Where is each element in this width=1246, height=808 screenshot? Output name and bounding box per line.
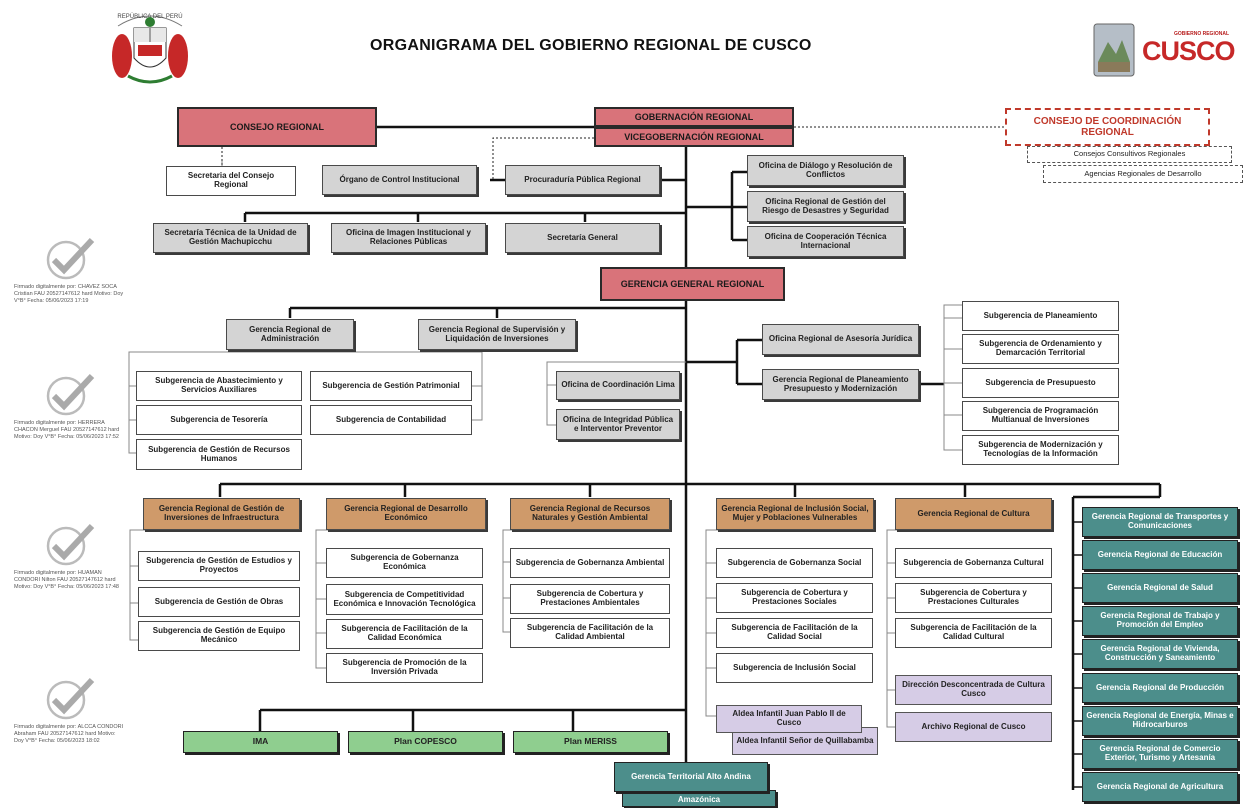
sg-cob-ambiental-box[interactable]: Subgerencia de Cobertura y Prestaciones … (510, 584, 670, 614)
vicegobernacion-regional-box[interactable]: VICEGOBERNACIÓN REGIONAL (594, 127, 794, 147)
oficina-dialogo-box[interactable]: Oficina de Diálogo y Resolución de Confl… (747, 155, 904, 186)
sg-rrhh-box[interactable]: Subgerencia de Gestión de Recursos Human… (136, 439, 302, 470)
secretaria-general-box[interactable]: Secretaría General (505, 223, 660, 253)
sg-obras-box[interactable]: Subgerencia de Gestión de Obras (138, 587, 300, 617)
sg-equipo-box[interactable]: Subgerencia de Gestión de Equipo Mecánic… (138, 621, 300, 651)
gobernacion-regional-box[interactable]: GOBERNACIÓN REGIONAL (594, 107, 794, 127)
sg-gob-economica-box[interactable]: Subgerencia de Gobernanza Económica (326, 548, 483, 578)
gr-infraestructura-box[interactable]: Gerencia Regional de Gestión de Inversio… (143, 498, 300, 530)
archivo-regional-box[interactable]: Archivo Regional de Cusco (895, 712, 1052, 742)
control-institucional-box[interactable]: Órgano de Control Institucional (322, 165, 477, 195)
gr-agricultura-box[interactable]: Gerencia Regional de Agricultura (1082, 772, 1238, 802)
check-seal-icon (46, 373, 95, 416)
sg-calidad-ambiental-box[interactable]: Subgerencia de Facilitación de la Calida… (510, 618, 670, 648)
gerencia-general-box[interactable]: GERENCIA GENERAL REGIONAL (600, 267, 785, 301)
plan-copesco-box[interactable]: Plan COPESCO (348, 731, 503, 753)
sg-competitividad-box[interactable]: Subgerencia de Competitividad Económica … (326, 584, 483, 615)
oficina-cooperacion-box[interactable]: Oficina de Cooperación Técnica Internaci… (747, 226, 904, 257)
direccion-cultura-box[interactable]: Dirección Desconcentrada de Cultura Cusc… (895, 675, 1052, 705)
gr-planeamiento-box[interactable]: Gerencia Regional de Planeamiento Presup… (762, 369, 919, 400)
signature-text: Firmado digitalmente por: ALCCA CONDORI … (14, 724, 124, 744)
oficina-lima-box[interactable]: Oficina de Coordinación Lima (556, 371, 680, 400)
territorial-amazonica-box[interactable]: Amazónica (622, 790, 776, 807)
gr-vivienda-box[interactable]: Gerencia Regional de Vivienda, Construcc… (1082, 639, 1238, 669)
oficina-imagen-box[interactable]: Oficina de Imagen Institucional y Relaci… (331, 223, 486, 253)
sg-cob-cultural-box[interactable]: Subgerencia de Cobertura y Prestaciones … (895, 583, 1052, 613)
sg-gob-cultural-box[interactable]: Subgerencia de Gobernanza Cultural (895, 548, 1052, 578)
signature-text: Firmado digitalmente por: CHAVEZ SOCA Cr… (14, 284, 124, 304)
sg-gob-social-box[interactable]: Subgerencia de Gobernanza Social (716, 548, 873, 578)
oficina-asesoria-box[interactable]: Oficina Regional de Asesoría Jurídica (762, 324, 919, 355)
aldea-juan-pablo-box[interactable]: Aldea Infantil Juan Pablo II de Cusco (716, 705, 862, 733)
gr-trabajo-box[interactable]: Gerencia Regional de Trabajo y Promoción… (1082, 606, 1238, 636)
sg-calidad-cultural-box[interactable]: Subgerencia de Facilitación de la Calida… (895, 618, 1052, 648)
sg-calidad-social-box[interactable]: Subgerencia de Facilitación de la Calida… (716, 618, 873, 648)
sg-cob-social-box[interactable]: Subgerencia de Cobertura y Prestaciones … (716, 583, 873, 613)
check-seal-icon (46, 677, 95, 720)
sg-estudios-box[interactable]: Subgerencia de Gestión de Estudios y Pro… (138, 551, 300, 581)
gr-comercio-box[interactable]: Gerencia Regional de Comercio Exterior, … (1082, 739, 1238, 769)
oficina-integridad-box[interactable]: Oficina de Integridad Pública e Interven… (556, 409, 680, 440)
territorial-alto-andina-box[interactable]: Gerencia Territorial Alto Andina (614, 762, 768, 792)
gr-produccion-box[interactable]: Gerencia Regional de Producción (1082, 673, 1238, 703)
seal-text: REPÚBLICA DEL PERÚ (117, 13, 182, 20)
consejos-consultivos-box[interactable]: Consejos Consultivos Regionales (1027, 146, 1232, 163)
sg-presupuesto-box[interactable]: Subgerencia de Presupuesto (962, 368, 1119, 398)
sg-inversion-privada-box[interactable]: Subgerencia de Promoción de la Inversión… (326, 653, 483, 683)
signature-text: Firmado digitalmente por: HERRERA CHACON… (14, 420, 120, 440)
gr-transportes-box[interactable]: Gerencia Regional de Transportes y Comun… (1082, 507, 1238, 537)
gr-recursos-box[interactable]: Gerencia Regional de Recursos Naturales … (510, 498, 670, 530)
gr-energia-box[interactable]: Gerencia Regional de Energía, Minas e Hi… (1082, 706, 1238, 736)
sg-abastecimiento-box[interactable]: Subgerencia de Abastecimiento y Servicio… (136, 371, 302, 401)
consejo-regional-box[interactable]: CONSEJO REGIONAL (177, 107, 377, 147)
page-title: ORGANIGRAMA DEL GOBIERNO REGIONAL DE CUS… (370, 37, 812, 54)
gr-administracion-box[interactable]: Gerencia Regional de Administración (226, 319, 354, 350)
sg-programacion-box[interactable]: Subgerencia de Programación Multianual d… (962, 401, 1119, 431)
gr-cultura-box[interactable]: Gerencia Regional de Cultura (895, 498, 1052, 530)
secretaria-consejo-box[interactable]: Secretaria del Consejo Regional (166, 166, 296, 196)
check-seal-icon (46, 237, 95, 280)
sg-inclusion-box[interactable]: Subgerencia de Inclusión Social (716, 653, 873, 683)
cusco-regional-logo: GOBIERNO REGIONAL CUSCO (1090, 22, 1240, 80)
peru-coat-of-arms-logo: REPÚBLICA DEL PERÚ (108, 6, 192, 88)
gr-educacion-box[interactable]: Gerencia Regional de Educación (1082, 540, 1238, 570)
oficina-riesgo-box[interactable]: Oficina Regional de Gestión del Riesgo d… (747, 191, 904, 222)
sg-tesoreria-box[interactable]: Subgerencia de Tesorería (136, 405, 302, 435)
agencias-regionales-box[interactable]: Agencias Regionales de Desarrollo (1043, 165, 1243, 183)
logo-subtext: GOBIERNO REGIONAL (1174, 31, 1230, 37)
gr-inclusion-box[interactable]: Gerencia Regional de Inclusión Social, M… (716, 498, 874, 530)
sg-patrimonial-box[interactable]: Subgerencia de Gestión Patrimonial (310, 371, 472, 401)
gr-salud-box[interactable]: Gerencia Regional de Salud (1082, 573, 1238, 603)
check-seal-icon (46, 523, 95, 566)
sg-ordenamiento-box[interactable]: Subgerencia de Ordenamiento y Demarcació… (962, 334, 1119, 364)
signature-text: Firmado digitalmente por: HUAMAN CONDORI… (14, 570, 119, 590)
sg-gob-ambiental-box[interactable]: Subgerencia de Gobernanza Ambiental (510, 548, 670, 578)
plan-meriss-box[interactable]: Plan MERISS (513, 731, 668, 753)
secretaria-tecnica-box[interactable]: Secretaría Técnica de la Unidad de Gesti… (153, 223, 308, 253)
gr-supervision-box[interactable]: Gerencia Regional de Supervisión y Liqui… (418, 319, 576, 350)
sg-modernizacion-box[interactable]: Subgerencia de Modernización y Tecnologí… (962, 435, 1119, 465)
sg-calidad-economica-box[interactable]: Subgerencia de Facilitación de la Calida… (326, 619, 483, 649)
procuraduria-box[interactable]: Procuraduría Pública Regional (505, 165, 660, 195)
ima-box[interactable]: IMA (183, 731, 338, 753)
logo-text: CUSCO (1142, 36, 1236, 66)
sg-planeamiento-box[interactable]: Subgerencia de Planeamiento (962, 301, 1119, 331)
consejo-coordinacion-box[interactable]: CONSEJO DE COORDINACIÓN REGIONAL (1005, 108, 1210, 146)
gr-economico-box[interactable]: Gerencia Regional de Desarrollo Económic… (326, 498, 486, 530)
sg-contabilidad-box[interactable]: Subgerencia de Contabilidad (310, 405, 472, 435)
